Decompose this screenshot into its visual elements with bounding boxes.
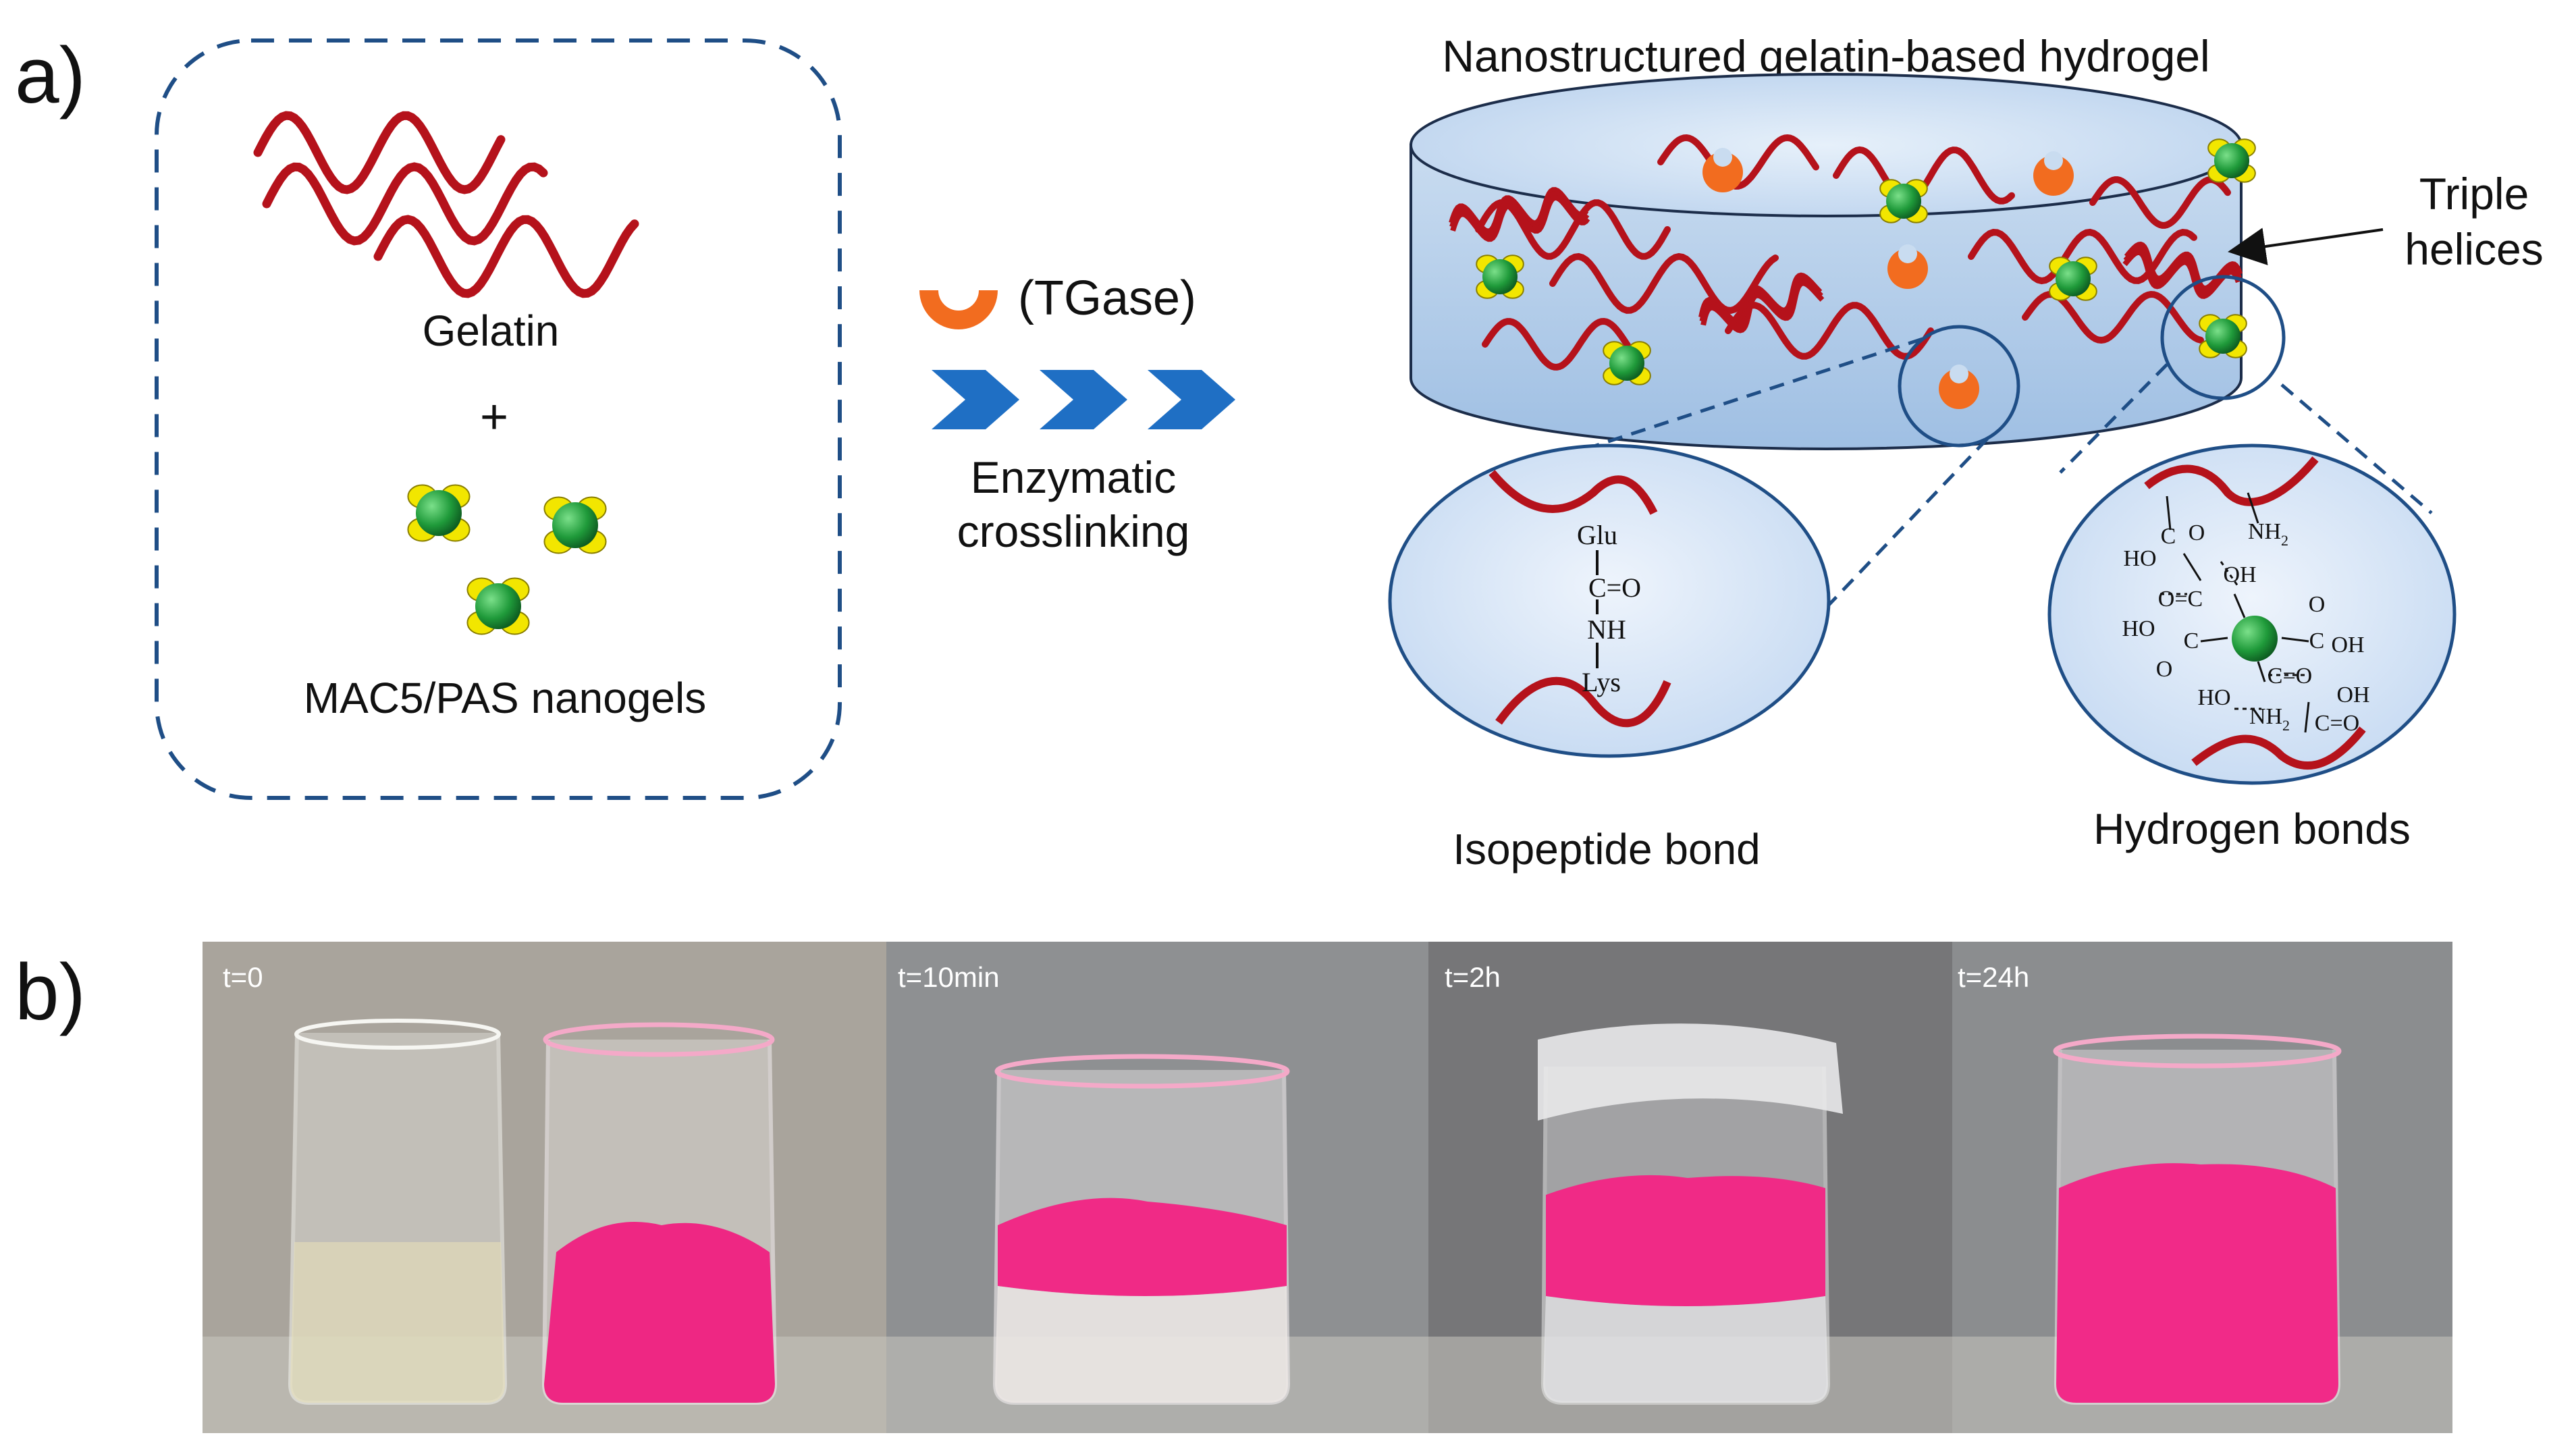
- plus-sign: +: [480, 390, 508, 444]
- time-label-2: t=2h: [1445, 961, 1501, 993]
- triple-helix: [1449, 187, 1590, 242]
- chem-c-right: C: [2309, 628, 2325, 653]
- beaker-t24h: [2053, 1033, 2342, 1405]
- hydrogel-title: Nanostructured gelatin-based hydrogel: [1442, 31, 2209, 81]
- chem-o-right: O: [2309, 592, 2326, 617]
- chem-oh-low: OH: [2336, 682, 2369, 707]
- isopeptide-upper-strand: [1488, 470, 1658, 515]
- isopeptide-lower-strand: [1495, 676, 1671, 728]
- chem-o-top: O: [2189, 520, 2205, 545]
- chem-oh-top: OH: [2223, 562, 2256, 587]
- nanogels-group: [407, 484, 607, 635]
- chem-o-eq-c: O=C: [2158, 587, 2203, 612]
- hbond-upper-strand: [2144, 456, 2319, 506]
- hbond-caption: Hydrogen bonds: [2093, 805, 2411, 853]
- triple-helices-label-line1: Triple: [2419, 169, 2529, 219]
- chem-c-eq-o: C=O: [2268, 664, 2312, 689]
- chem-c-left: C: [2184, 628, 2199, 653]
- chevron-arrows-icon: [932, 370, 1235, 429]
- nanogels-label: MAC5/PAS nanogels: [304, 674, 706, 722]
- beaker-t0-clear: [288, 1019, 508, 1405]
- enzyme-icon: [2033, 151, 2074, 196]
- chem-ho-left: HO: [2122, 616, 2155, 641]
- chem-ho-top: HO: [2123, 546, 2156, 571]
- triple-helix: [1698, 272, 1825, 333]
- hydrogel-strand: [1482, 317, 1637, 371]
- gelatin-strand: [262, 162, 548, 246]
- hbond-lower-strand: [2191, 726, 2366, 770]
- chem-oh-right: OH: [2331, 633, 2364, 657]
- chem-nh2-low: NH2: [2249, 704, 2290, 734]
- lys-label: Lys: [1582, 667, 1621, 697]
- nanogel-icon: [1476, 254, 1524, 299]
- process-label-line1: Enzymatic: [971, 452, 1176, 502]
- co-label: C=O: [1588, 572, 1641, 603]
- hydrogel-enzymes: [1702, 148, 2074, 409]
- chem-c-top: C: [2161, 524, 2176, 549]
- hydrogel-strand: [1549, 252, 1779, 314]
- chem-c-eq-o-low: C=O: [2315, 711, 2359, 736]
- time-label-0: t=0: [223, 961, 263, 993]
- nanogel-icon: [2199, 314, 2247, 358]
- nanogel-icon: [407, 484, 471, 542]
- nanogel-icon: [2207, 138, 2256, 183]
- zoom-lead-lines: [1591, 337, 2433, 647]
- hbond-zoom: [2047, 444, 2457, 785]
- beaker-t10min: [992, 1054, 1291, 1405]
- gelatin-label: Gelatin: [423, 306, 560, 355]
- isopeptide-zoom: [1388, 444, 1831, 758]
- nanogel-icon: [466, 577, 530, 635]
- nanogel-icon: [543, 496, 607, 554]
- gelatin-strand: [253, 111, 506, 194]
- enzyme-icon: [1939, 365, 1979, 409]
- triple-helices-arrow: [2228, 227, 2384, 265]
- tgase-label: (TGase): [1018, 271, 1196, 325]
- triple-helices-label-line2: helices: [2405, 224, 2543, 274]
- time-label-1: t=10min: [898, 961, 1000, 993]
- hydrogel-strand: [1725, 302, 1934, 360]
- enzyme-icon: [1702, 148, 1743, 192]
- nanogel-icon: [2049, 257, 2097, 301]
- hydrogel-strand: [1657, 134, 1819, 190]
- nh-label: NH: [1587, 614, 1626, 645]
- ingredients-box: [155, 38, 842, 800]
- isopeptide-focus-circle: [1898, 325, 2020, 448]
- hydrogel-strands: [1449, 134, 2243, 371]
- gelatin-strands: [253, 111, 639, 298]
- hydrogel-strand: [2089, 176, 2231, 229]
- glu-label: Glu: [1577, 520, 1617, 550]
- chem-nh2-top: NH2: [2248, 519, 2288, 549]
- chem-ho-low: HO: [2197, 685, 2230, 710]
- hydrogel-nanogels: [1476, 138, 2256, 385]
- panel-b-label: b): [15, 948, 86, 1037]
- process-label-line2: crosslinking: [957, 506, 1190, 556]
- panel-a-label: a): [15, 31, 86, 120]
- isopeptide-caption: Isopeptide bond: [1453, 825, 1761, 874]
- hydrogel-strand: [1968, 228, 2197, 285]
- gelatin-strand: [373, 215, 639, 298]
- enzyme-icon: [1887, 244, 1928, 289]
- nanogel-icon: [1603, 341, 1651, 385]
- tgase-enzyme-icon: [919, 290, 998, 329]
- hbond-focus-circle: [2160, 275, 2286, 400]
- beaker-t0-pink: [541, 1022, 778, 1405]
- time-label-3: t=24h: [1958, 961, 2029, 993]
- chem-o-left: O: [2156, 657, 2173, 682]
- beaker-t2h: [1538, 1023, 1843, 1405]
- nanogel-icon: [1879, 179, 1928, 223]
